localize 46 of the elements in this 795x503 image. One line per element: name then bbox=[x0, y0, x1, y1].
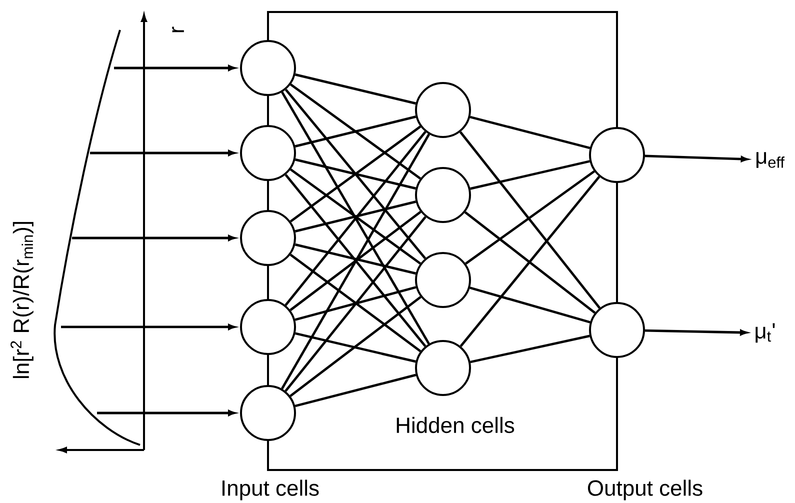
connection-line bbox=[284, 216, 426, 392]
connection-line bbox=[294, 158, 416, 190]
connection-line bbox=[470, 334, 590, 364]
layer-label: Output cells bbox=[588, 480, 702, 500]
axis-label: r bbox=[172, 26, 184, 32]
connection-line bbox=[470, 116, 590, 150]
neuron-circle bbox=[589, 302, 645, 358]
neuron-circle bbox=[415, 167, 471, 223]
connection-line bbox=[465, 170, 595, 265]
axis-label: ln[r$^{2}$ R(r)/R(r$_{min}$)] bbox=[10, 222, 34, 378]
connection-line bbox=[294, 116, 416, 148]
connection-line bbox=[470, 160, 590, 190]
connection-line bbox=[470, 286, 590, 324]
connection-line bbox=[294, 332, 416, 363]
connection-line bbox=[464, 211, 596, 314]
connection-line bbox=[459, 131, 601, 309]
connection-line bbox=[290, 210, 422, 312]
neuron-circle bbox=[415, 252, 471, 308]
connection-line bbox=[294, 374, 416, 408]
connection-line bbox=[294, 73, 416, 105]
connection-line bbox=[290, 296, 422, 397]
neuron-circle bbox=[589, 127, 645, 183]
neuron-circle bbox=[240, 210, 296, 266]
output-symbol: μ$_{t}$' bbox=[756, 323, 775, 343]
connection-line bbox=[290, 83, 422, 180]
connection-line bbox=[290, 168, 422, 265]
output-symbol: μ$_{eff}$ bbox=[756, 152, 785, 168]
neuron-circle bbox=[240, 40, 296, 96]
neuron-circle bbox=[240, 298, 296, 355]
connection-line bbox=[294, 286, 416, 321]
connection-line bbox=[294, 200, 416, 232]
layer-label: Hidden cells bbox=[396, 416, 514, 434]
layer-label: Input cells bbox=[222, 480, 319, 500]
neuron-circle bbox=[415, 82, 471, 138]
connection-line bbox=[290, 126, 422, 222]
connection-line bbox=[294, 243, 416, 275]
connection-line bbox=[290, 254, 422, 352]
connection-line bbox=[284, 131, 426, 306]
neuron-circle bbox=[415, 340, 471, 396]
connection-line bbox=[284, 174, 426, 348]
connection-line bbox=[284, 88, 426, 260]
connection-line bbox=[460, 176, 600, 348]
neuron-circle bbox=[240, 125, 296, 181]
neuron-circle bbox=[240, 384, 296, 441]
connection-line bbox=[281, 92, 430, 344]
connection-line bbox=[280, 134, 430, 390]
